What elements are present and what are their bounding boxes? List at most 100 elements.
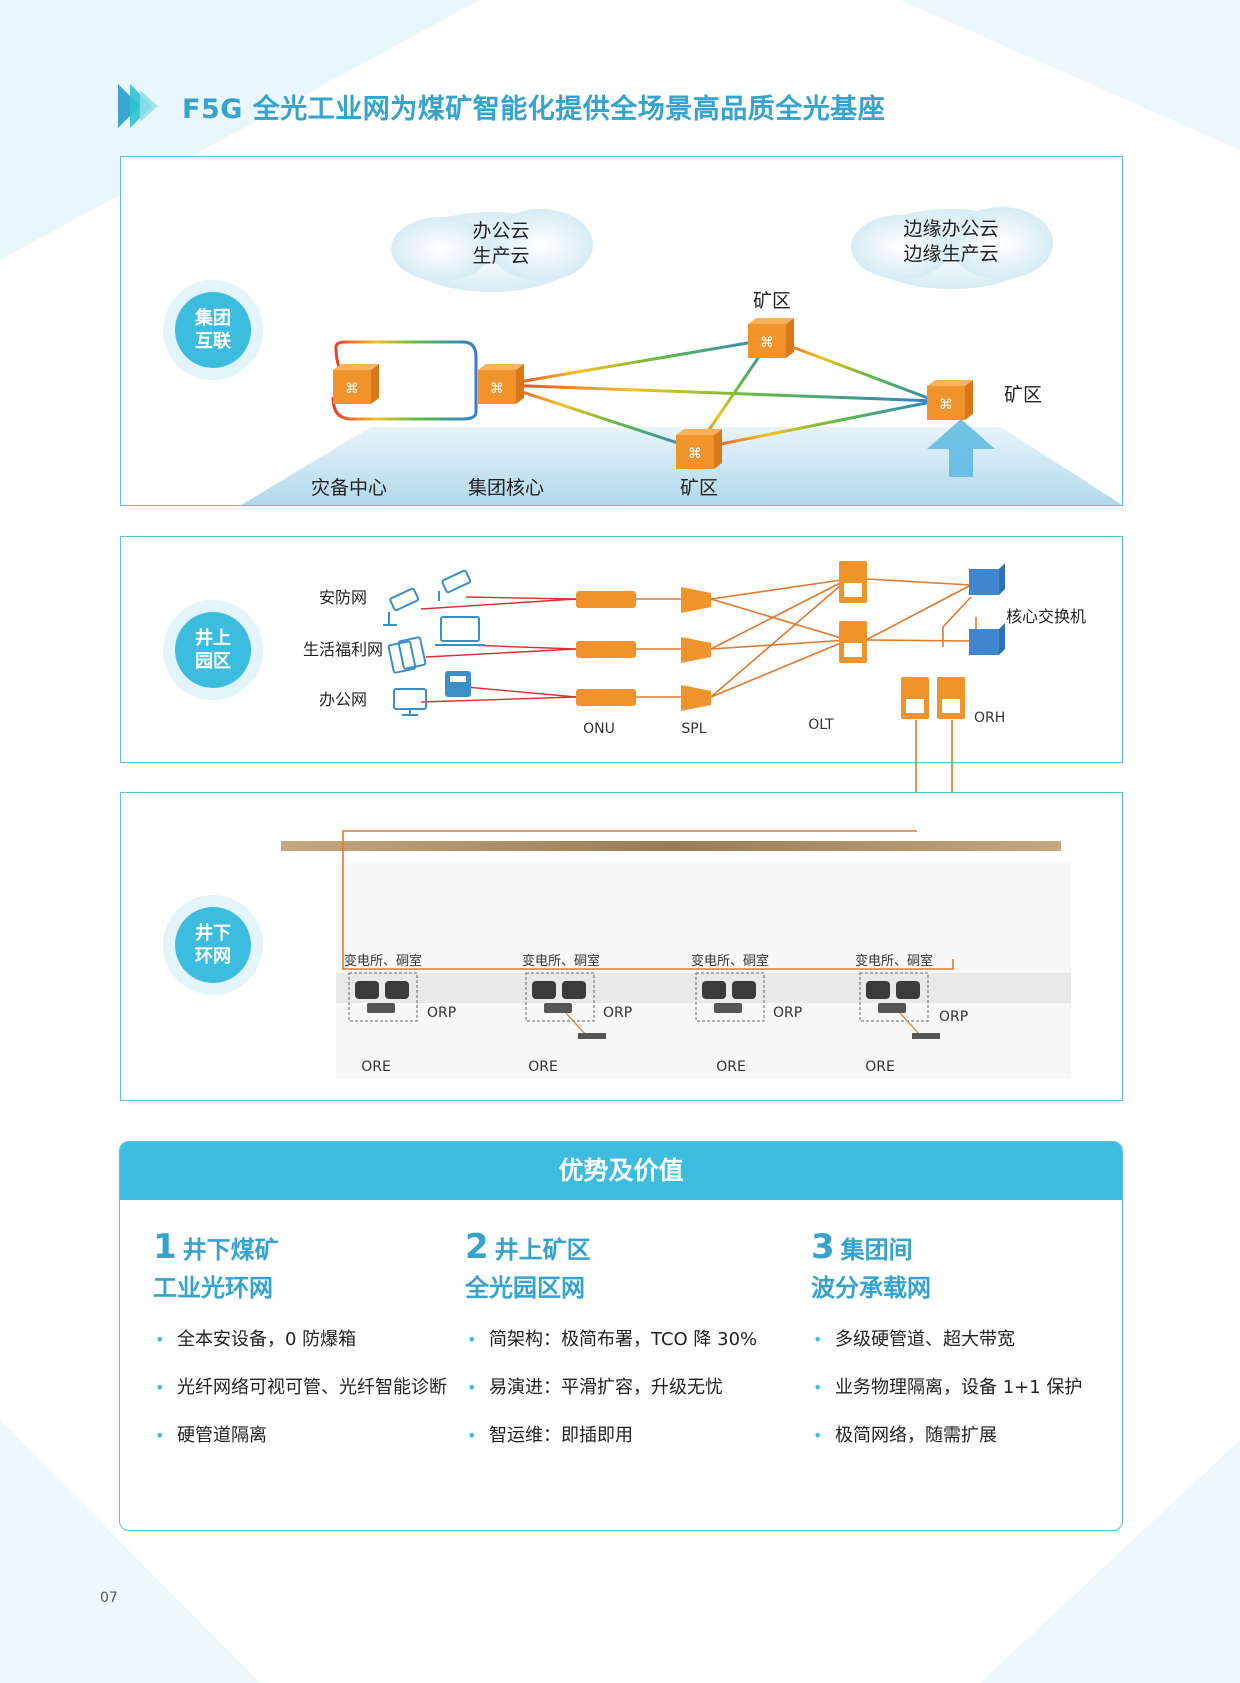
badge-underground-line2: 环网 xyxy=(195,946,231,967)
underground-ring-diagram: 变电所、硐室 变电所、硐室 变电所、硐室 变电所、硐室 ORP ORP ORP … xyxy=(163,830,1071,1078)
net-office-label: 办公网 xyxy=(319,690,367,709)
monitor-icon xyxy=(393,688,427,716)
advantage-2-item: 简架构：极简布署，TCO 降 30% xyxy=(465,1325,785,1355)
badge-group-interconnect: 集团 互联 xyxy=(163,280,263,380)
title-row: F5G 全光工业网为煤矿智能化提供全场景高品质全光基座 xyxy=(118,84,885,128)
cloud-right-line1: 边缘办公云 xyxy=(903,218,998,240)
svg-text:⌘: ⌘ xyxy=(490,381,504,397)
tunnel-background xyxy=(336,863,1071,1078)
rock-strata xyxy=(281,841,1061,851)
svg-text:⌘: ⌘ xyxy=(760,335,774,351)
olt-label: OLT xyxy=(808,717,834,733)
advantage-3-item: 业务物理隔离，设备 1+1 保护 xyxy=(811,1373,1122,1403)
orh-label: ORH xyxy=(974,710,1005,726)
cloud-right xyxy=(851,207,1053,289)
group-interconnect-panel: 办公云 生产云 边缘办公云 边缘生产云 ⌘ ⌘ ⌘ xyxy=(120,156,1123,506)
advantages-header: 优势及价值 xyxy=(120,1142,1122,1200)
orp-label-2: ORP xyxy=(603,1005,632,1021)
surface-park-diagram: 安防网 生活福利网 办公网 ONU SPL OLT ORH 核心交换机 井上 园… xyxy=(163,561,1086,737)
ring-fiber xyxy=(342,830,954,970)
advantage-3-title: 集团间 xyxy=(840,1236,913,1264)
ore-label-3: ORE xyxy=(716,1059,746,1075)
router-mine-top-icon: ⌘ xyxy=(748,318,794,358)
laptop-icon xyxy=(435,616,485,646)
phone-icon xyxy=(445,671,471,697)
advantage-2-item: 易演进：平滑扩容，升级无忧 xyxy=(465,1373,785,1403)
router-disaster-icon: ⌘ xyxy=(333,364,379,404)
page-number: 07 xyxy=(100,1590,118,1606)
node-mine-right-label: 矿区 xyxy=(1004,384,1042,406)
station-3 xyxy=(695,972,765,1022)
node-disaster-label: 灾备中心 xyxy=(311,477,387,499)
advantage-2-subtitle: 全光园区网 xyxy=(465,1274,585,1302)
net-living-label: 生活福利网 xyxy=(303,640,383,659)
router-mine-bottom-icon: ⌘ xyxy=(676,429,722,469)
badge-group-line2: 互联 xyxy=(195,331,231,352)
advantage-2-title: 井上矿区 xyxy=(494,1236,591,1264)
olt-device-icon xyxy=(839,561,867,663)
cloud-right-line2: 边缘生产云 xyxy=(903,243,998,265)
badge-underground-ring: 井下 环网 xyxy=(163,895,263,995)
advantage-1-number: 1 xyxy=(153,1227,177,1267)
advantage-3-item: 多级硬管道、超大带宽 xyxy=(811,1325,1122,1355)
node-core-label: 集团核心 xyxy=(468,477,544,499)
onu-device-icon xyxy=(576,591,636,706)
group-interconnect-diagram: 办公云 生产云 边缘办公云 边缘生产云 ⌘ ⌘ ⌘ xyxy=(163,207,1122,505)
advantage-1-item: 硬管道隔离 xyxy=(153,1421,473,1451)
node-mine-top-label: 矿区 xyxy=(753,290,791,312)
cloud-left xyxy=(391,209,593,292)
cloud-left-line2: 生产云 xyxy=(472,245,529,267)
station-1 xyxy=(348,972,418,1022)
router-core-icon: ⌘ xyxy=(478,364,524,404)
svg-text:⌘: ⌘ xyxy=(688,446,702,462)
splitter-icon xyxy=(681,587,711,711)
advantage-1-subtitle: 工业光环网 xyxy=(153,1274,273,1302)
orp-label-4: ORP xyxy=(939,1009,968,1025)
surface-park-panel: 安防网 生活福利网 办公网 ONU SPL OLT ORH 核心交换机 井上 园… xyxy=(120,536,1123,763)
advantage-1-list: 全本安设备，0 防爆箱 光纤网络可视可管、光纤智能诊断 硬管道隔离 xyxy=(153,1325,473,1451)
core-switch-label: 核心交换机 xyxy=(1006,607,1086,626)
ore-label-1: ORE xyxy=(361,1059,391,1075)
up-arrow-icon xyxy=(927,419,995,477)
station-label-1: 变电所、硐室 xyxy=(344,953,422,969)
chevron-logo-icon xyxy=(118,84,158,128)
station-4 xyxy=(859,972,940,1039)
station-label-3: 变电所、硐室 xyxy=(691,953,769,969)
station-label-2: 变电所、硐室 xyxy=(522,953,600,969)
onu-label: ONU xyxy=(583,721,615,737)
access-links xyxy=(420,596,577,703)
advantage-1-item: 全本安设备，0 防爆箱 xyxy=(153,1325,473,1355)
badge-surface-line1: 井上 xyxy=(195,627,231,649)
page-title: F5G 全光工业网为煤矿智能化提供全场景高品质全光基座 xyxy=(182,93,886,125)
badge-surface-park: 井上 园区 xyxy=(163,600,263,700)
ore-label-2: ORE xyxy=(528,1059,558,1075)
advantage-2-number: 2 xyxy=(465,1227,489,1267)
advantage-3-item: 极简网络，随需扩展 xyxy=(811,1421,1122,1451)
advantage-3-subtitle: 波分承载网 xyxy=(811,1274,931,1302)
orp-label-3: ORP xyxy=(773,1005,802,1021)
ore-label-4: ORE xyxy=(865,1059,895,1075)
underground-ring-panel: 变电所、硐室 变电所、硐室 变电所、硐室 变电所、硐室 ORP ORP ORP … xyxy=(120,792,1123,1101)
orp-label-1: ORP xyxy=(427,1005,456,1021)
station-label-4: 变电所、硐室 xyxy=(855,953,933,969)
cloud-left-line1: 办公云 xyxy=(472,220,529,242)
advantage-2-item: 智运维：即插即用 xyxy=(465,1421,785,1451)
svg-text:⌘: ⌘ xyxy=(939,397,953,413)
fiber-links xyxy=(636,578,977,698)
net-security-label: 安防网 xyxy=(319,588,367,607)
orh-device-icon xyxy=(901,677,965,719)
svg-text:⌘: ⌘ xyxy=(345,381,359,397)
badge-group-line1: 集团 xyxy=(194,307,231,329)
router-mine-right-icon: ⌘ xyxy=(927,380,973,420)
station-2 xyxy=(525,972,606,1039)
advantage-2-list: 简架构：极简布署，TCO 降 30% 易演进：平滑扩容，升级无忧 智运维：即插即… xyxy=(465,1325,785,1451)
tablet-icon xyxy=(387,636,427,674)
camera-icon xyxy=(383,569,472,626)
advantage-3-number: 3 xyxy=(811,1227,835,1267)
